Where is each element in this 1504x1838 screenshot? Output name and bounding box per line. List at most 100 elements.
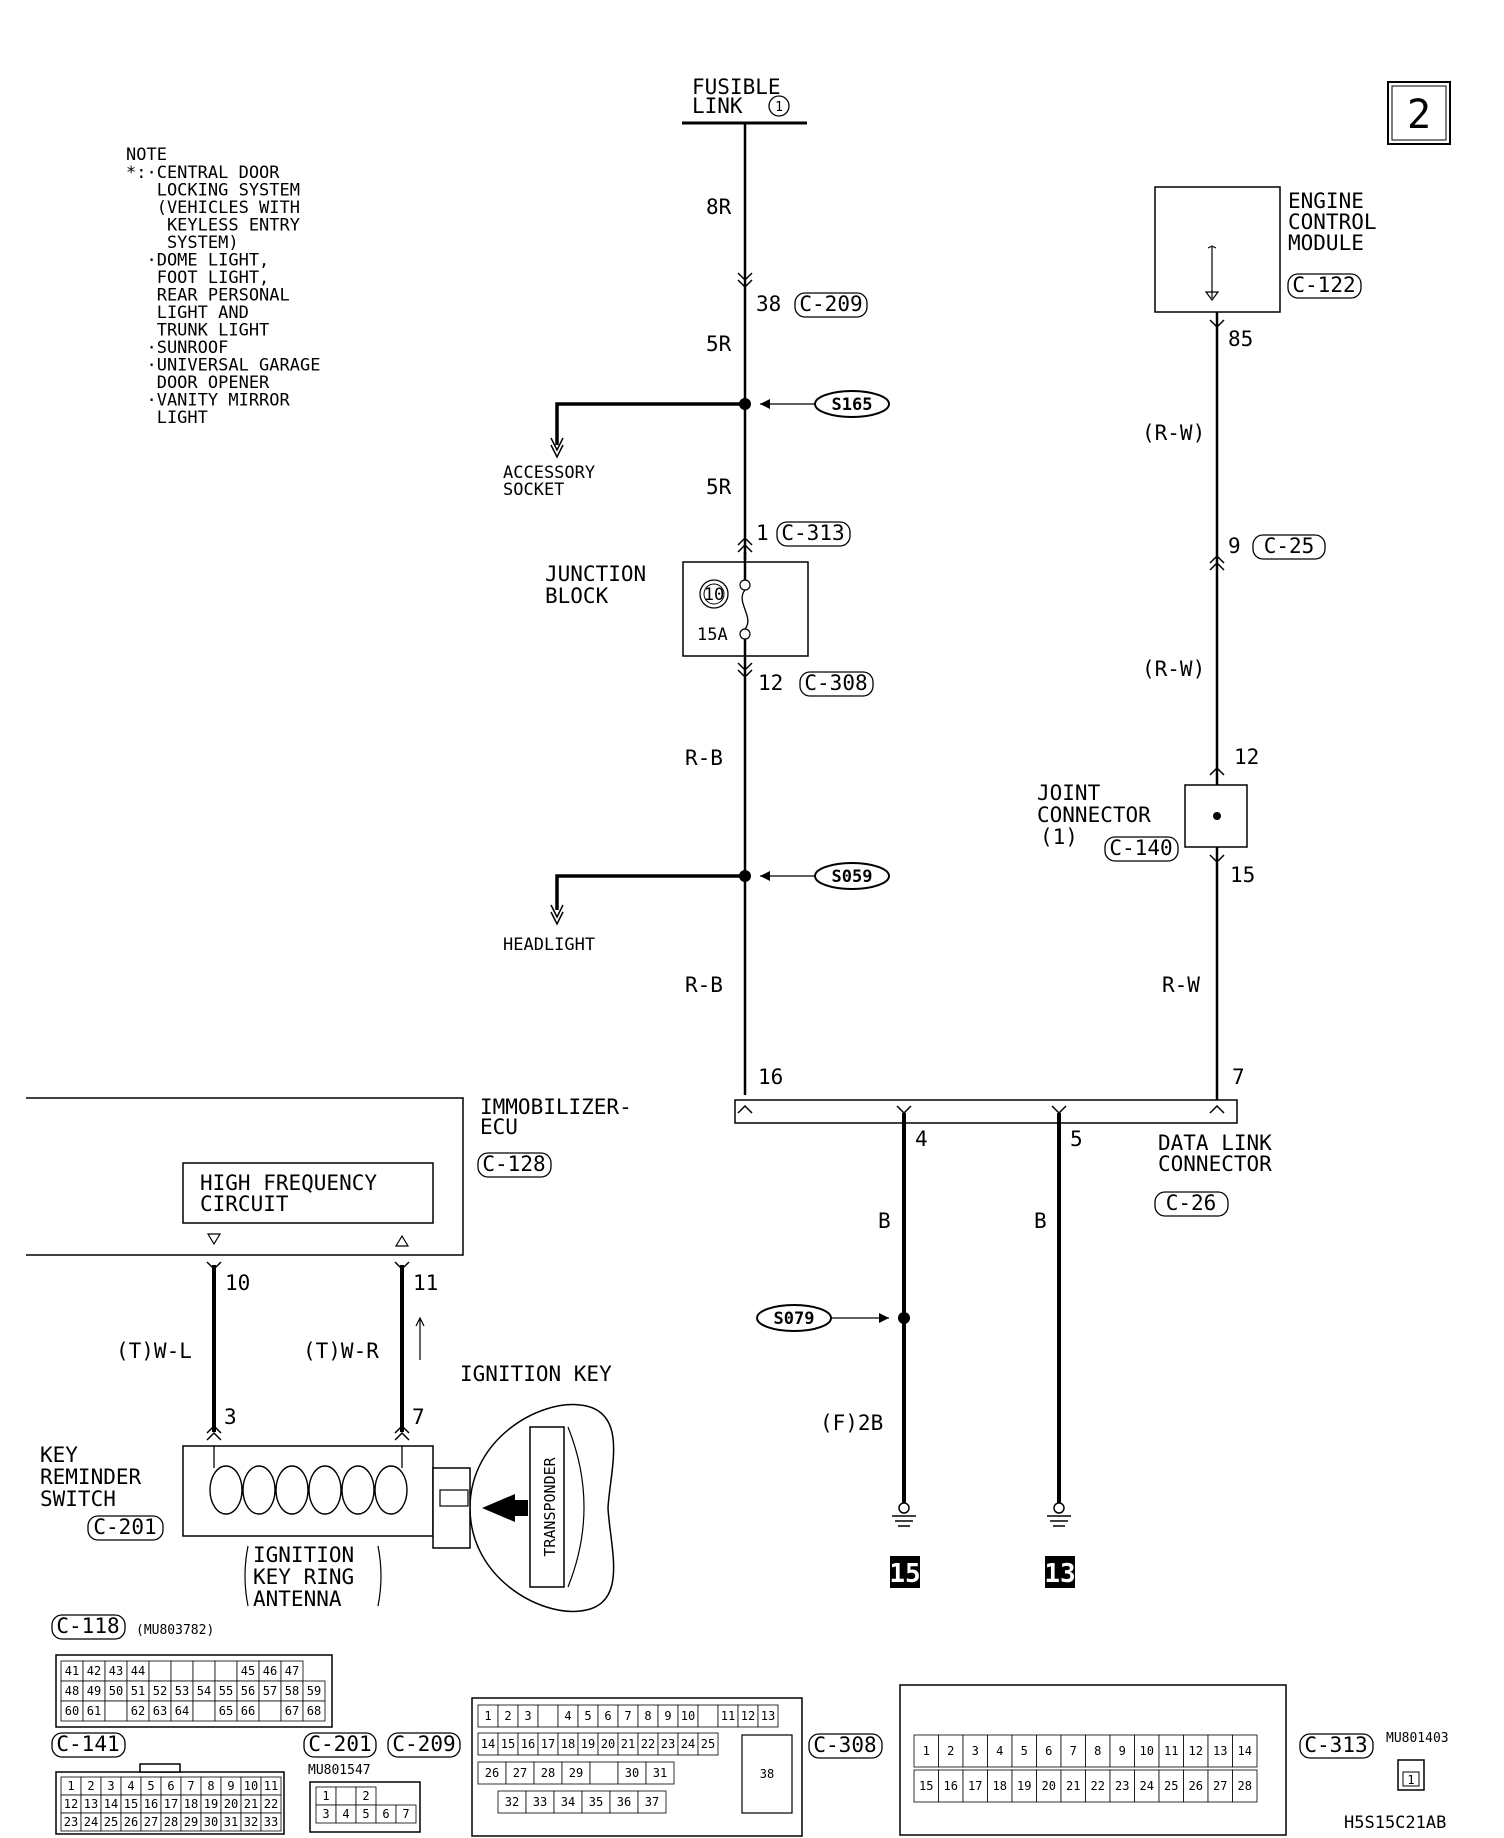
connector-pin-cell <box>258 1700 282 1722</box>
antenna-line2: KEY RING <box>253 1565 354 1589</box>
connector-pin-number: 3 <box>107 1779 114 1793</box>
jc-line1: JOINT <box>1037 781 1101 805</box>
connector-pin-number: 6 <box>382 1807 389 1821</box>
dlc-pin-5: 5 <box>1070 1127 1083 1151</box>
connector-pin-number: 21 <box>244 1797 258 1811</box>
connector-pin-number: 5 <box>147 1779 154 1793</box>
junction-block-line2: BLOCK <box>545 584 609 608</box>
c313-mini-pin: 1 <box>1407 1773 1414 1787</box>
connector-pin-cell <box>913 1734 939 1768</box>
connector-pin-cell <box>697 1732 719 1756</box>
ignition-key-label: IGNITION KEY <box>460 1362 612 1386</box>
connector-pin-number: 19 <box>204 1797 218 1811</box>
wire-rw-a: (R-W) <box>1142 421 1205 445</box>
connector-pin-number: 48 <box>65 1684 79 1698</box>
fusible-link-number: 1 <box>775 100 783 115</box>
connector-pin-number: 33 <box>533 1795 547 1809</box>
note-title: NOTE <box>126 145 167 165</box>
c118-label: C-118 <box>56 1614 119 1638</box>
page-number-box: 2 <box>1387 81 1451 145</box>
hf-line2: CIRCUIT <box>200 1192 289 1216</box>
c25-pin: 9 <box>1228 534 1241 558</box>
connector-pin-number: 3 <box>322 1807 329 1821</box>
dlc-pin-16: 16 <box>758 1065 783 1089</box>
connector-pin-number: 35 <box>589 1795 603 1809</box>
wire-rw-c: R-W <box>1162 973 1200 997</box>
engine-control-module-box <box>1154 186 1281 313</box>
ground-symbol-13: 13 <box>1044 1502 1076 1589</box>
ecm-line2: CONTROL <box>1288 210 1377 234</box>
connector-pin-number: 21 <box>1066 1779 1080 1793</box>
connector-pin-number: 13 <box>84 1797 98 1811</box>
connector-pin-number: 17 <box>164 1797 178 1811</box>
connector-pin-number: 29 <box>184 1815 198 1829</box>
wire-wr-label: (T)W-R <box>303 1339 379 1363</box>
ecm-line1: ENGINE <box>1288 189 1364 213</box>
wire-to-headlight <box>555 874 745 910</box>
wire-to-accessory <box>555 402 745 445</box>
connector-pin-number: 25 <box>701 1737 715 1751</box>
wire-5r-a: 5R <box>706 332 732 356</box>
connector-pin-number: 9 <box>227 1779 234 1793</box>
connector-pin-number: 18 <box>561 1737 575 1751</box>
connector-pin-number: 33 <box>264 1815 278 1829</box>
connector-pin-number: 11 <box>1164 1744 1178 1758</box>
connector-pin-cell <box>1134 1769 1160 1803</box>
connector-pin-number: 7 <box>1070 1744 1077 1758</box>
immo-pin-10: 10 <box>225 1271 250 1295</box>
connector-pin-number: 3 <box>524 1709 531 1723</box>
note-line: FOOT LIGHT, <box>126 268 269 288</box>
connector-pin-number: 12 <box>64 1797 78 1811</box>
connector-pin-number: 13 <box>761 1709 775 1723</box>
wire-f2b: (F)2B <box>820 1411 883 1435</box>
c313-label: C-313 <box>781 521 844 545</box>
note-line: REAR PERSONAL <box>126 286 290 306</box>
key-switch-line2: REMINDER <box>40 1465 142 1489</box>
connector-pin-cell <box>1011 1769 1037 1803</box>
s079-label: S079 <box>774 1309 815 1329</box>
connector-pin-number: 63 <box>153 1704 167 1718</box>
c209-pin: 38 <box>756 292 781 316</box>
connector-pin-number: 43 <box>109 1664 123 1678</box>
connector-pin-number: 50 <box>109 1684 123 1698</box>
c308-pin: 12 <box>758 671 783 695</box>
connector-pin-number: 27 <box>513 1766 527 1780</box>
wire-5r-b: 5R <box>706 475 732 499</box>
dlc-connector: C-26 <box>1166 1191 1217 1215</box>
connector-pin-cell <box>1085 1734 1111 1768</box>
connector-pin-number: 61 <box>87 1704 101 1718</box>
connector-pin-number: 16 <box>521 1737 535 1751</box>
fusible-link-line2: LINK <box>692 94 743 118</box>
connector-pin-number: 26 <box>124 1815 138 1829</box>
connector-pin-number: 12 <box>741 1709 755 1723</box>
wire-b-1: B <box>878 1209 891 1233</box>
c25-label: C-25 <box>1264 534 1315 558</box>
coil-loop <box>374 1465 408 1515</box>
accessory-line2: SOCKET <box>503 480 564 500</box>
wire-rw-b: (R-W) <box>1142 657 1205 681</box>
connector-pin-number: 57 <box>263 1684 277 1698</box>
dlc-pin-4: 4 <box>915 1127 928 1151</box>
connector-pin-cell <box>335 1786 357 1806</box>
connector-pin-number: 20 <box>1042 1779 1056 1793</box>
c118-part: (MU803782) <box>136 1623 214 1638</box>
connector-pin-number: 18 <box>993 1779 1007 1793</box>
connector-pin-cell <box>1036 1769 1062 1803</box>
high-frequency-circuit-box <box>182 1162 434 1224</box>
connector-pin-number: 41 <box>65 1664 79 1678</box>
connector-pin-number: 8 <box>644 1709 651 1723</box>
connector-pin-cell <box>260 1812 282 1832</box>
connector-pin-number: 8 <box>1094 1744 1101 1758</box>
connector-pin-number: 25 <box>104 1815 118 1829</box>
diagram-code: H5S15C21AB <box>1344 1813 1446 1833</box>
connector-pin-number: 28 <box>164 1815 178 1829</box>
connector-pin-cell <box>645 1761 675 1785</box>
note-line: ·VANITY MIRROR <box>126 391 291 411</box>
connector-pin-number: 37 <box>645 1795 659 1809</box>
connector-pin-number: 14 <box>481 1737 495 1751</box>
connector-pin-cell <box>1109 1734 1135 1768</box>
connector-pin-number: 16 <box>144 1797 158 1811</box>
